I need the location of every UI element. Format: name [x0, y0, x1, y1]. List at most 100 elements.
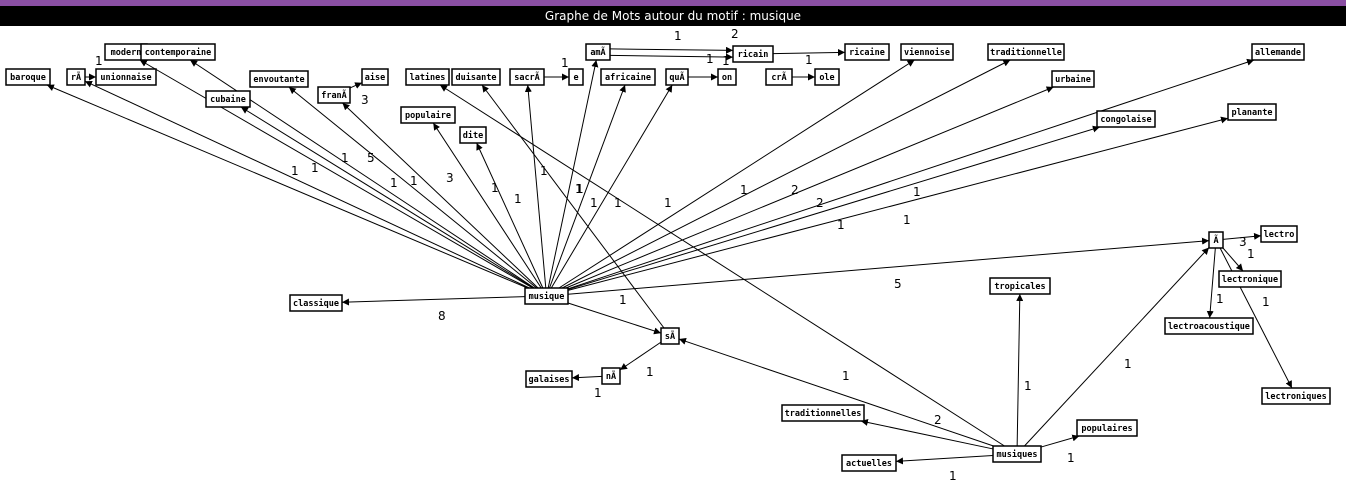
node-envoutante[interactable]: envoutante: [249, 70, 309, 88]
node-label: populaires: [1081, 423, 1132, 434]
node-ama[interactable]: amÃ: [585, 43, 611, 61]
node-box: [361, 68, 389, 86]
node-label: unionnaise: [100, 72, 151, 83]
node-box: [1260, 225, 1298, 243]
node-viennoise[interactable]: viennoise: [900, 43, 954, 61]
node-ricain[interactable]: ricain: [732, 45, 774, 63]
node-e[interactable]: e: [568, 68, 584, 86]
node-actuelles[interactable]: actuelles: [841, 454, 897, 472]
node-label: ricain: [738, 49, 769, 60]
edge-musique-to-planante: [567, 116, 1229, 291]
node-label: urbaine: [1055, 74, 1091, 85]
node-traditionnelles[interactable]: traditionnelles: [781, 404, 865, 422]
node-ra[interactable]: rÃ: [66, 68, 86, 86]
node-label: cubaine: [210, 94, 246, 105]
node-label: rÃ: [71, 72, 81, 83]
node-duisante[interactable]: duisante: [451, 68, 501, 86]
node-sacra[interactable]: sacrÃ: [509, 68, 545, 86]
node-label: lectronique: [1222, 274, 1278, 285]
node-unionnaise[interactable]: unionnaise: [95, 68, 157, 86]
edge-musique-to-dite: [476, 142, 544, 289]
node-box: [732, 45, 774, 63]
node-label: latines: [410, 72, 446, 83]
edge-weight-label: 1: [1262, 295, 1270, 309]
node-ricaine[interactable]: ricaine: [844, 43, 890, 61]
node-galaises[interactable]: galaises: [525, 370, 573, 388]
edge-weight-label: 2: [934, 413, 942, 427]
node-sa[interactable]: sÃ: [660, 327, 680, 345]
node-cra[interactable]: crÃ: [765, 68, 793, 86]
node-dite[interactable]: dite: [459, 126, 487, 144]
node-classique[interactable]: classique: [289, 294, 343, 312]
node-lectronique[interactable]: lectronique: [1218, 270, 1282, 288]
edge-weight-label: 1: [674, 29, 682, 43]
node-congolaise[interactable]: congolaise: [1096, 110, 1156, 128]
node-latines[interactable]: latines: [405, 68, 450, 86]
edge-weight-label: 1: [575, 182, 583, 196]
node-box: [249, 70, 309, 88]
node-baroque[interactable]: baroque: [5, 68, 51, 86]
node-box: [1227, 103, 1277, 121]
node-box: [900, 43, 954, 61]
edge-weight-label: 1: [619, 293, 627, 307]
edge-musiques-to-traditionnelles: [860, 419, 994, 450]
edge-musique-to-sa: [567, 302, 662, 335]
node-populaires[interactable]: populaires: [1076, 419, 1138, 437]
node-africaine[interactable]: africaine: [600, 68, 656, 86]
node-label: duisante: [456, 72, 497, 83]
edge-musique-to-envoutante: [288, 86, 537, 289]
node-box: [205, 90, 251, 108]
node-label: on: [722, 73, 732, 83]
node-allemande[interactable]: allemande: [1251, 43, 1305, 61]
node-box: [1076, 419, 1138, 437]
edge-weight-label: 1: [1216, 292, 1224, 306]
node-box: [665, 68, 689, 86]
node-musiques[interactable]: musiques: [992, 445, 1042, 463]
node-label: musiques: [997, 449, 1038, 460]
node-contemporaine[interactable]: contemporaine: [140, 43, 216, 61]
edge-weight-label: 1: [740, 183, 748, 197]
node-tropicales[interactable]: tropicales: [989, 277, 1051, 295]
edge-weight-label: 3: [1239, 235, 1247, 249]
node-box: [601, 367, 621, 385]
node-label: classique: [293, 298, 339, 309]
node-a_hub[interactable]: Ã: [1208, 231, 1224, 249]
node-on[interactable]: on: [717, 68, 737, 86]
node-label: actuelles: [846, 459, 892, 469]
edge-sa-to-duisante: [481, 84, 665, 329]
edge-ama-to-ricain: [609, 46, 734, 54]
node-box: [459, 126, 487, 144]
node-cubaine[interactable]: cubaine: [205, 90, 251, 108]
node-aise[interactable]: aise: [361, 68, 389, 86]
node-planante[interactable]: planante: [1227, 103, 1277, 121]
node-label: ricaine: [849, 47, 885, 58]
node-box: [1218, 270, 1282, 288]
node-box: [841, 454, 897, 472]
edge-weight-label: 1: [291, 164, 299, 178]
window-top-strip: [0, 0, 1346, 6]
node-lectroacoustique[interactable]: lectroacoustique: [1164, 317, 1254, 335]
node-box: [509, 68, 545, 86]
edge-musique-to-baroque: [46, 84, 528, 289]
edge-weight-label: 1: [341, 151, 349, 165]
node-box: [814, 68, 840, 86]
node-ole[interactable]: ole: [814, 68, 840, 86]
node-label: amÃ: [590, 47, 605, 58]
node-lectro[interactable]: lectro: [1260, 225, 1298, 243]
edge-a_hub-to-lectro: [1222, 232, 1262, 240]
node-populaire[interactable]: populaire: [400, 106, 456, 124]
node-urbaine[interactable]: urbaine: [1051, 70, 1095, 88]
node-qua[interactable]: quÃ: [665, 68, 689, 86]
edge-weight-label: 1: [646, 365, 654, 379]
edge-weight-label: 1: [1247, 247, 1255, 261]
node-label: viennoise: [904, 47, 950, 58]
node-label: sÃ: [665, 331, 675, 342]
node-traditionnelle[interactable]: traditionnelle: [987, 43, 1065, 61]
edge-weight-label: 1: [540, 164, 548, 178]
node-musique[interactable]: musique: [524, 287, 569, 305]
node-lectroniques[interactable]: lectroniques: [1261, 387, 1331, 405]
node-na[interactable]: nÃ: [601, 367, 621, 385]
edge-weight-label: 1: [590, 196, 598, 210]
node-frana[interactable]: franÃ: [317, 86, 351, 104]
